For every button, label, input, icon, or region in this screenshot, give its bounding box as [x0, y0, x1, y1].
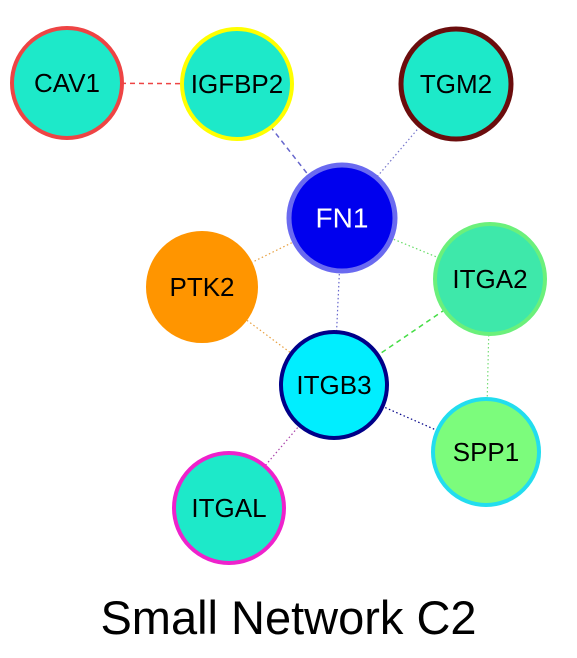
- node-label-igfbp2: IGFBP2: [191, 69, 283, 99]
- diagram-title: Small Network C2: [100, 591, 477, 644]
- node-circle-igfbp2: [180, 27, 294, 141]
- node-spp1: SPP1: [431, 397, 541, 507]
- node-tgm2: TGM2: [398, 26, 514, 142]
- node-circle-ptk2: [146, 231, 258, 343]
- node-label-itgal: ITGAL: [191, 493, 266, 523]
- edge-itgb3-itgal: [228, 384, 335, 509]
- node-cav1: CAV1: [10, 26, 124, 140]
- node-fn1: FN1: [286, 162, 398, 274]
- node-ptk2: PTK2: [146, 231, 258, 343]
- node-itgb3: ITGB3: [279, 330, 389, 440]
- node-itga2: ITGA2: [433, 222, 547, 336]
- node-circle-itgb3: [279, 330, 389, 440]
- node-label-fn1: FN1: [316, 203, 369, 234]
- node-label-spp1: SPP1: [453, 437, 520, 467]
- node-circle-tgm2: [398, 26, 514, 142]
- node-label-tgm2: TGM2: [420, 69, 492, 99]
- node-label-itga2: ITGA2: [452, 264, 527, 294]
- node-circle-cav1: [10, 26, 124, 140]
- node-igfbp2: IGFBP2: [180, 27, 294, 141]
- node-label-ptk2: PTK2: [169, 272, 234, 302]
- node-itgal: ITGAL: [172, 451, 286, 565]
- node-circle-fn1: [286, 162, 398, 274]
- node-circle-spp1: [431, 397, 541, 507]
- node-label-itgb3: ITGB3: [296, 370, 371, 400]
- node-circle-itga2: [433, 222, 547, 336]
- node-circle-itgal: [172, 451, 286, 565]
- node-label-cav1: CAV1: [34, 68, 100, 98]
- edge-layer: [66, 82, 491, 509]
